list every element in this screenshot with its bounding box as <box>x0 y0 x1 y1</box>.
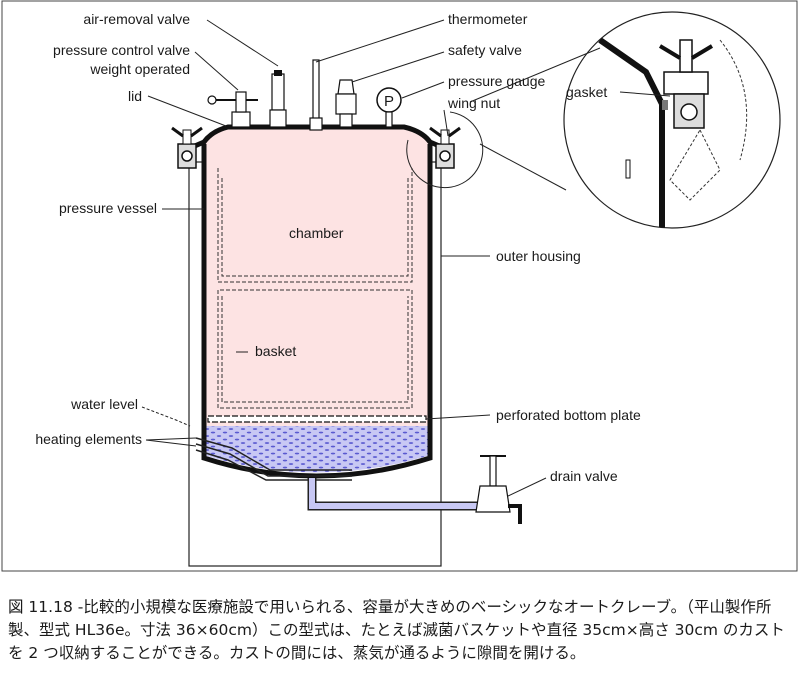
label-gasket: gasket <box>566 84 607 100</box>
label-pressure-gauge: pressure gauge <box>448 73 546 89</box>
pressure-control-valve-shape <box>207 91 258 128</box>
label-outer-housing: outer housing <box>496 248 581 264</box>
right-wing-nut <box>429 126 461 169</box>
label-perforated-bottom-plate: perforated bottom plate <box>496 407 641 423</box>
gasket-detail-magnifier <box>563 11 781 229</box>
drain-valve-shape <box>475 455 522 524</box>
label-water-level: water level <box>70 396 138 412</box>
label-wing-nut: wing nut <box>447 95 500 111</box>
label-basket: basket <box>255 343 296 359</box>
label-pressure-control-valve: pressure control valve <box>53 42 190 58</box>
label-pressure-vessel: pressure vessel <box>59 200 157 216</box>
figure-frame <box>1 0 798 572</box>
safety-valve-shape <box>335 79 357 128</box>
pressure-gauge-shape: P <box>376 87 402 128</box>
label-air-removal-valve: air-removal valve <box>83 11 190 27</box>
label-safety-valve: safety valve <box>448 42 522 58</box>
label-weight-operated: weight operated <box>89 61 190 77</box>
perforated-bottom-plate-shape <box>207 415 427 423</box>
label-heating-elements: heating elements <box>35 431 142 447</box>
air-removal-valve-shape <box>269 70 287 128</box>
chamber-fill <box>204 129 430 473</box>
left-wing-nut <box>171 126 203 169</box>
label-lid: lid <box>128 88 142 104</box>
figure-caption: 図 11.18 -比較的小規模な医療施設で用いられる、容量が大きめのベーシックな… <box>8 598 785 662</box>
label-thermometer: thermometer <box>448 11 528 27</box>
autoclave-diagram: P <box>1 0 798 572</box>
water <box>204 426 430 473</box>
svg-text:P: P <box>384 93 394 110</box>
label-chamber: chamber <box>289 225 344 241</box>
basket-outlines <box>217 168 413 409</box>
drain-pipe <box>309 478 488 509</box>
label-drain-valve: drain valve <box>550 468 618 484</box>
thermometer-shape <box>309 59 323 131</box>
